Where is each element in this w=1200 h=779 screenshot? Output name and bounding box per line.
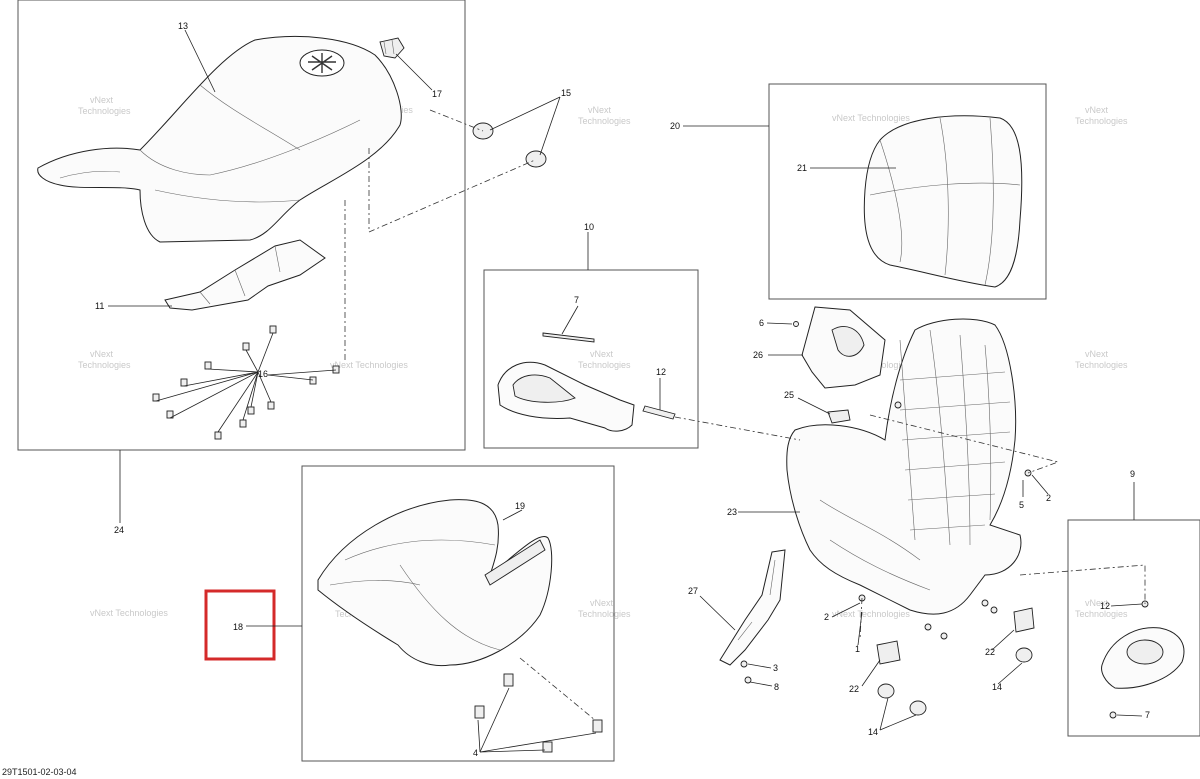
- backrest-pad-21[interactable]: [863, 115, 1023, 288]
- callout-25: 25: [784, 390, 794, 400]
- watermark: Technologies: [1075, 116, 1128, 126]
- watermark: Technologies: [578, 360, 631, 370]
- callout-17: 17: [432, 89, 442, 99]
- callout-21: 21: [797, 163, 807, 173]
- bumpers-15[interactable]: [472, 122, 547, 168]
- callout-26: 26: [753, 350, 763, 360]
- watermark: vNext: [1085, 105, 1109, 115]
- watermark: Technologies: [78, 360, 131, 370]
- callout-14: 14: [868, 727, 878, 737]
- bumpers-14[interactable]: [877, 647, 1033, 716]
- watermark: Technologies: [1075, 360, 1128, 370]
- frame-backrest-20: [768, 83, 1047, 300]
- callout-4: 4: [473, 748, 478, 758]
- callout-12: 12: [1100, 601, 1110, 611]
- seat-13[interactable]: [37, 36, 402, 243]
- frame-seat-24: [17, 0, 466, 451]
- clip-17[interactable]: [379, 37, 405, 59]
- callout-23: 23: [727, 507, 737, 517]
- callout-19: 19: [515, 501, 525, 511]
- cover-plate-26[interactable]: [801, 306, 886, 389]
- callout-9: 9: [1130, 469, 1135, 479]
- callout-10: 10: [584, 222, 594, 232]
- callout-11: 11: [95, 301, 104, 311]
- watermark: vNext: [90, 349, 114, 359]
- frame-handle-10: [483, 269, 699, 449]
- seat-base-23[interactable]: [786, 318, 1022, 615]
- callout-8: 8: [774, 682, 779, 692]
- rod-7[interactable]: [542, 332, 595, 343]
- callout-3: 3: [773, 663, 778, 673]
- callout-13: 13: [178, 21, 188, 31]
- watermark: vNext: [588, 105, 612, 115]
- watermark: vNext Technologies: [832, 113, 910, 123]
- callout-18: 18: [233, 622, 243, 632]
- nuts-16[interactable]: [152, 325, 340, 440]
- callout-14: 14: [992, 682, 1002, 692]
- watermark: vNext Technologies: [330, 360, 408, 370]
- callout-22: 22: [985, 647, 995, 657]
- watermark: Technologies: [78, 106, 131, 116]
- watermark: vNext: [590, 598, 614, 608]
- callout-1: 1: [855, 644, 860, 654]
- callout-12: 12: [656, 367, 666, 377]
- diagram-code: 29T1501-02-03-04: [2, 767, 77, 777]
- watermark: vNext: [90, 95, 114, 105]
- watermark: vNext Technologies: [90, 608, 168, 618]
- callout-7: 7: [1145, 710, 1150, 720]
- watermark: vNext: [1085, 598, 1109, 608]
- backrest-cushion-19[interactable]: [317, 499, 553, 667]
- tray-9[interactable]: [1101, 627, 1185, 689]
- callout-22: 22: [849, 684, 859, 694]
- frame-backrest-cushion-18: [301, 465, 615, 762]
- assembly-lines: [344, 109, 1146, 721]
- mounts-22[interactable]: [876, 607, 1035, 665]
- watermark: vNext: [590, 349, 614, 359]
- callout-7: 7: [574, 295, 579, 305]
- callout-24: 24: [114, 525, 124, 535]
- callout-16: 16: [258, 369, 268, 379]
- bracket-25[interactable]: [827, 409, 851, 424]
- callout-27: 27: [688, 586, 698, 596]
- strap-27[interactable]: [719, 549, 786, 666]
- callout-15: 15: [561, 88, 571, 98]
- pin-12[interactable]: [642, 405, 676, 420]
- callout-5: 5: [1019, 500, 1024, 510]
- callout-2: 2: [824, 612, 829, 622]
- watermark: Technologies: [578, 609, 631, 619]
- callout-6: 6: [759, 318, 764, 328]
- handle-10[interactable]: [497, 361, 635, 432]
- watermark: vNext: [1085, 349, 1109, 359]
- fasteners-4[interactable]: [474, 673, 603, 753]
- watermark: vNext Technologies: [832, 609, 910, 619]
- leader-lines: [108, 29, 1143, 753]
- callout-20: 20: [670, 121, 680, 131]
- heat-shield-11[interactable]: [164, 239, 326, 311]
- frame-box-9: [1067, 519, 1200, 737]
- callouts: 13 17 15 20 21 11 16 10 7 12 6 26 25 2 5…: [95, 21, 1150, 758]
- highlight-box: [204, 589, 276, 661]
- callout-2: 2: [1046, 493, 1051, 503]
- watermark: Technologies: [578, 116, 631, 126]
- watermark: Technologies: [1075, 609, 1128, 619]
